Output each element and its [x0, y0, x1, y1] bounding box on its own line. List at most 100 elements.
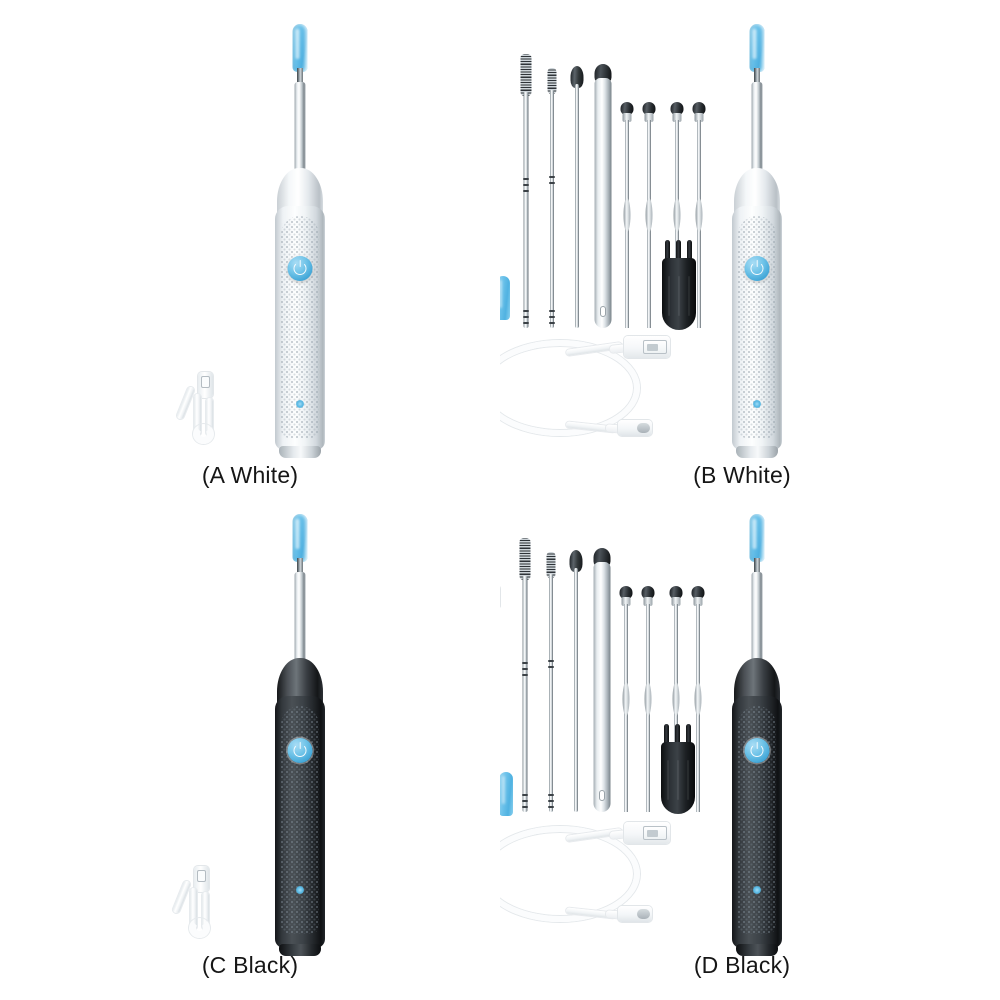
loop-collar — [621, 597, 631, 606]
rod-ring — [522, 662, 528, 664]
loop-waist — [645, 198, 653, 232]
brush-holder — [661, 742, 695, 814]
loop-collar — [694, 113, 704, 122]
tweezer-hole — [599, 790, 605, 801]
power-button[interactable] — [287, 738, 313, 763]
power-button[interactable] — [744, 256, 770, 281]
power-button[interactable] — [287, 256, 313, 281]
tool-rod — [574, 568, 578, 812]
usb-plug — [194, 866, 209, 892]
short-usb-cable-a — [172, 372, 234, 444]
device-pen-c[interactable] — [255, 514, 345, 956]
pick-head — [569, 550, 583, 572]
variant-panel-a[interactable]: (A White) — [0, 0, 500, 500]
usb-contact — [197, 870, 206, 882]
pick-head — [570, 66, 584, 88]
loop-pick — [640, 102, 658, 328]
rod-ring — [522, 806, 528, 808]
probe-shaft — [294, 82, 306, 174]
loop-head — [641, 586, 655, 599]
cable-strand — [194, 394, 201, 436]
loop-pick — [690, 102, 708, 328]
tweezer-body — [593, 562, 611, 812]
probe-shaft — [751, 82, 763, 174]
loop-waist — [673, 198, 681, 232]
small-coil-pick — [541, 68, 563, 328]
device-pen-b[interactable] — [712, 24, 802, 458]
tip-neck — [754, 68, 760, 86]
device-pen-d[interactable] — [712, 514, 802, 956]
cable-bend — [189, 918, 210, 938]
loop-head — [620, 102, 634, 115]
brush-holder — [662, 258, 696, 330]
brush-slit — [668, 276, 670, 316]
silicone-tip-icon — [749, 24, 765, 72]
usb-plug — [198, 372, 213, 398]
rod-ring — [549, 176, 555, 178]
vial-cap — [500, 584, 501, 608]
probe-shaft — [751, 572, 763, 664]
tool-rod — [575, 84, 579, 328]
loop-pick — [689, 586, 707, 812]
loop-head — [642, 102, 656, 115]
loop-pick — [617, 586, 635, 812]
device-base — [736, 944, 778, 956]
rod-ring — [549, 322, 555, 324]
variant-panel-c[interactable]: (C Black) — [0, 500, 500, 1000]
brush-slit — [688, 276, 690, 316]
cable-strand — [190, 888, 197, 930]
brush-slit — [677, 760, 679, 800]
rod-ring — [548, 800, 554, 802]
coil-head — [546, 552, 556, 578]
usb-cable-d — [500, 822, 670, 922]
tool-rod — [522, 576, 528, 812]
loop-pick — [618, 102, 636, 328]
brush-slit — [687, 760, 689, 800]
loop-waist — [695, 198, 703, 232]
led-indicator — [296, 400, 304, 408]
coil-head — [520, 54, 532, 96]
rod-ring — [523, 310, 529, 312]
straight-pick — [565, 550, 587, 812]
variant-caption-a: (A White) — [201, 462, 299, 488]
device-base — [279, 446, 321, 458]
coil-head — [547, 68, 557, 94]
rod-ring — [549, 310, 555, 312]
rod-ring — [523, 184, 529, 186]
tip-neck — [754, 558, 760, 576]
variant-panel-d[interactable]: (D Black) — [500, 500, 1000, 1000]
loop-pick — [668, 102, 686, 328]
usb-a-connector — [624, 822, 670, 844]
tip-neck — [297, 558, 303, 576]
cable-strand — [202, 892, 209, 930]
led-indicator — [753, 886, 761, 894]
cable-strand — [206, 398, 213, 436]
spiral-coil-pick — [515, 54, 537, 328]
loop-head — [692, 102, 706, 115]
rod-ring — [548, 794, 554, 796]
usb-c-contact — [637, 423, 650, 433]
loop-collar — [671, 597, 681, 606]
loop-head — [619, 586, 633, 599]
variant-caption-d: (D Black) — [693, 952, 791, 978]
device-pen-a[interactable] — [255, 24, 345, 458]
usb-a-connector — [624, 336, 670, 358]
device-base — [736, 446, 778, 458]
power-button[interactable] — [744, 738, 770, 763]
rod-ring — [548, 660, 554, 662]
silicone-tip-icon — [292, 24, 308, 72]
cable-loop-ring — [500, 826, 640, 922]
tool-rod — [523, 92, 529, 328]
led-indicator — [296, 886, 304, 894]
loop-waist — [672, 682, 680, 716]
led-indicator — [753, 400, 761, 408]
rod-ring — [548, 666, 554, 668]
variant-panel-b[interactable]: (B White) — [500, 0, 1000, 500]
power-icon — [750, 744, 764, 757]
straight-pick — [566, 66, 588, 328]
cable-bend — [193, 424, 214, 444]
rod-ring — [549, 316, 555, 318]
silicone-tip-icon — [749, 514, 765, 562]
rod-ring — [522, 668, 528, 670]
tweezer-hole — [600, 306, 606, 317]
